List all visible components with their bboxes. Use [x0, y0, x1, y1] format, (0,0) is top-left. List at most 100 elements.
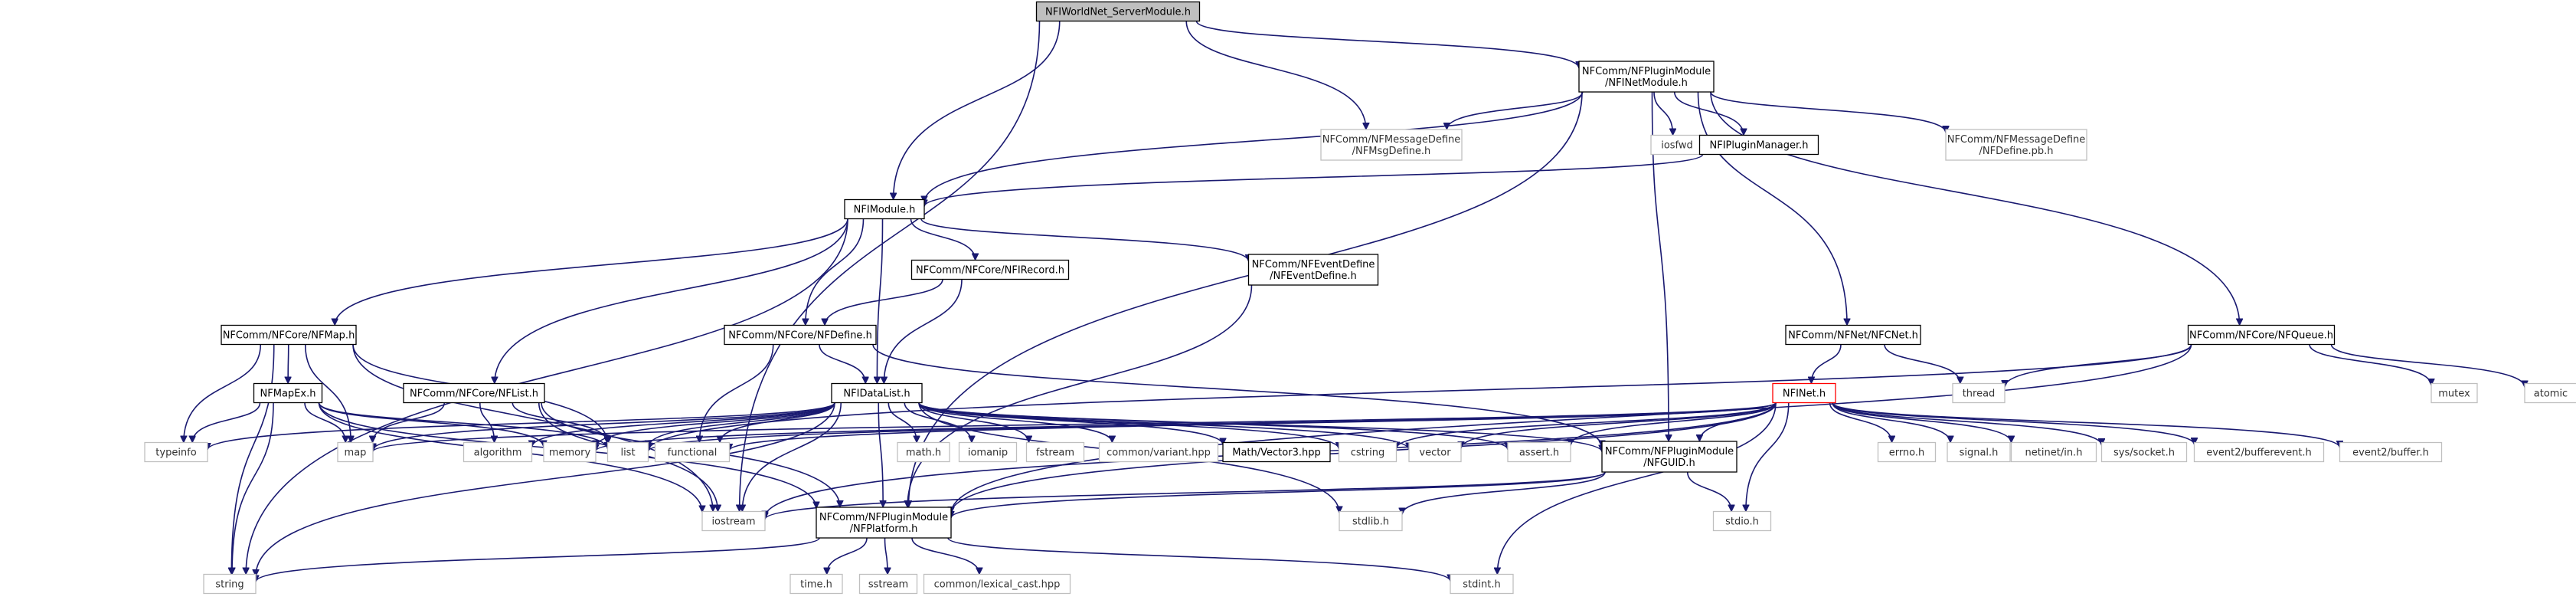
edge-inet-to-buffer: [1832, 402, 2340, 448]
node-msgdefine: NFComm/NFMessageDefine/NFMsgDefine.h: [1320, 129, 1463, 161]
edge-datalist-to-memory: [596, 402, 835, 448]
edge-platform-to-stdint: [947, 537, 1450, 582]
node-label: Math/Vector3.hpp: [1232, 448, 1320, 459]
node-box: [1650, 134, 1704, 156]
node-nfdefine[interactable]: NFComm/NFCore/NFDefine.h: [724, 324, 877, 346]
edge-nfguid-to-stdlib: [1402, 471, 1606, 515]
node-label: atomic: [2534, 389, 2568, 400]
node-label: /NFDefine.pb.h: [1979, 146, 2053, 157]
node-string: string: [203, 573, 257, 595]
node-iomanip: iomanip: [958, 441, 1018, 463]
edge-platform-to-string: [256, 537, 820, 582]
edge-root-to-msgdefine: [1185, 21, 1366, 130]
node-irecord[interactable]: NFComm/NFCore/NFIRecord.h: [910, 259, 1070, 280]
node-box: [1877, 441, 1937, 463]
edge-datalist-to-math: [888, 402, 917, 443]
node-stdlib: stdlib.h: [1339, 510, 1403, 532]
edge-datalist-to-variant: [918, 402, 1112, 443]
node-buffer: event2/buffer.h: [2339, 441, 2443, 463]
node-label: algorithm: [474, 448, 522, 459]
edge-netmodule-to-definepb: [1710, 91, 1946, 133]
node-label: NFMapEx.h: [260, 389, 316, 400]
node-list: list: [606, 441, 649, 463]
edge-datalist-to-typeinfo: [208, 402, 835, 451]
node-imodule[interactable]: NFIModule.h: [844, 198, 925, 220]
node-label: functional: [668, 448, 718, 459]
edge-queue-to-list: [649, 344, 2192, 451]
edge-nfdefine-to-nfguid: [872, 344, 1602, 448]
node-bufferevent: event2/bufferevent.h: [2193, 441, 2325, 463]
node-thread: thread: [1952, 382, 2006, 404]
node-box: [1339, 510, 1403, 532]
node-label: NFComm/NFCore/NFMap.h: [223, 330, 355, 342]
edge-queue-to-thread: [2005, 344, 2192, 388]
edge-netmodule-to-cnet: [1697, 91, 1848, 326]
edge-queue-to-mutex: [2309, 344, 2431, 386]
node-datalist[interactable]: NFIDataList.h: [831, 382, 923, 404]
node-root[interactable]: NFIWorldNet_ServerModule.h: [1035, 1, 1201, 22]
edge-inet-to-memory: [596, 402, 1777, 452]
node-eventdefine[interactable]: NFComm/NFEventDefine/NFEventDefine.h: [1247, 254, 1379, 286]
edge-mapex-to-memory: [318, 402, 544, 448]
node-label: /NFEventDefine.h: [1270, 270, 1357, 282]
node-label: NFComm/NFNet/NFCNet.h: [1788, 330, 1918, 342]
node-box: [2187, 324, 2336, 346]
node-label: NFComm/NFPluginModule: [1582, 66, 1711, 77]
node-nflist[interactable]: NFComm/NFCore/NFList.h: [403, 382, 545, 404]
node-label: /NFGUID.h: [1643, 457, 1695, 469]
edge-nflist-to-map: [373, 402, 446, 443]
node-box: [1025, 441, 1085, 463]
node-box: [1408, 441, 1462, 463]
node-label: NFComm/NFEventDefine: [1252, 259, 1375, 270]
node-box: [958, 441, 1018, 463]
node-box: [1952, 382, 2006, 404]
node-vector3[interactable]: Math/Vector3.hpp: [1222, 441, 1331, 463]
edge-pluginmgr-to-imodule: [924, 153, 1704, 207]
node-label: mutex: [2438, 389, 2470, 400]
node-box: [1222, 441, 1331, 463]
edge-cnet-to-thread: [1884, 344, 1960, 384]
node-box: [789, 573, 843, 595]
edge-datalist-to-map: [373, 402, 835, 451]
node-stdio: stdio.h: [1712, 510, 1772, 532]
edge-datalist-to-platform: [878, 402, 883, 508]
node-label: stdlib.h: [1352, 516, 1389, 528]
node-label: time.h: [800, 579, 832, 591]
edge-nfdefine-to-datalist: [819, 344, 865, 384]
node-pluginmgr[interactable]: NFIPluginManager.h: [1698, 134, 1819, 156]
node-nfmap[interactable]: NFComm/NFCore/NFMap.h: [221, 324, 357, 346]
edge-inet-to-errno: [1829, 402, 1892, 443]
node-mapex[interactable]: NFMapEx.h: [253, 382, 323, 404]
node-inet[interactable]: NFINet.h: [1772, 382, 1836, 404]
node-iostream: iostream: [701, 510, 766, 532]
edge-imodule-to-datalist: [877, 218, 884, 384]
node-netmodule[interactable]: NFComm/NFPluginModule/NFINetModule.h: [1578, 61, 1715, 93]
node-time: time.h: [789, 573, 843, 595]
node-platform[interactable]: NFComm/NFPluginModule/NFPlatform.h: [816, 507, 952, 539]
edge-netmodule-to-pluginmgr: [1673, 91, 1744, 136]
node-label: event2/bufferevent.h: [2206, 448, 2312, 459]
edge-imodule-to-nfmap: [335, 218, 848, 326]
edge-mapex-to-string: [232, 402, 274, 575]
edge-inet-to-netinet: [1832, 402, 2012, 443]
node-netinet: netinet/in.h: [2010, 441, 2097, 463]
node-queue[interactable]: NFComm/NFCore/NFQueue.h: [2187, 324, 2336, 346]
node-memory: memory: [543, 441, 597, 463]
node-label: iostream: [711, 516, 755, 528]
node-cnet[interactable]: NFComm/NFNet/NFCNet.h: [1785, 324, 1921, 346]
node-nfguid[interactable]: NFComm/NFPluginModule/NFGUID.h: [1601, 441, 1737, 473]
node-sstream: sstream: [858, 573, 918, 595]
dependency-edges: [184, 21, 2525, 582]
node-label: NFIWorldNet_ServerModule.h: [1045, 7, 1191, 18]
edge-nflist-to-algorithm: [479, 402, 495, 443]
edge-datalist-to-fstream: [918, 402, 1029, 443]
edge-imodule-to-nflist: [495, 218, 848, 384]
node-variant: common/variant.hpp: [1098, 441, 1219, 463]
node-map: map: [337, 441, 374, 463]
node-box: [724, 324, 877, 346]
node-fstream: fstream: [1025, 441, 1085, 463]
edge-netmodule-to-imodule: [924, 91, 1583, 202]
node-label: assert.h: [1519, 448, 1559, 459]
edge-nfguid-to-platform: [951, 471, 1606, 519]
node-label: NFComm/NFCore/NFIRecord.h: [916, 265, 1064, 277]
